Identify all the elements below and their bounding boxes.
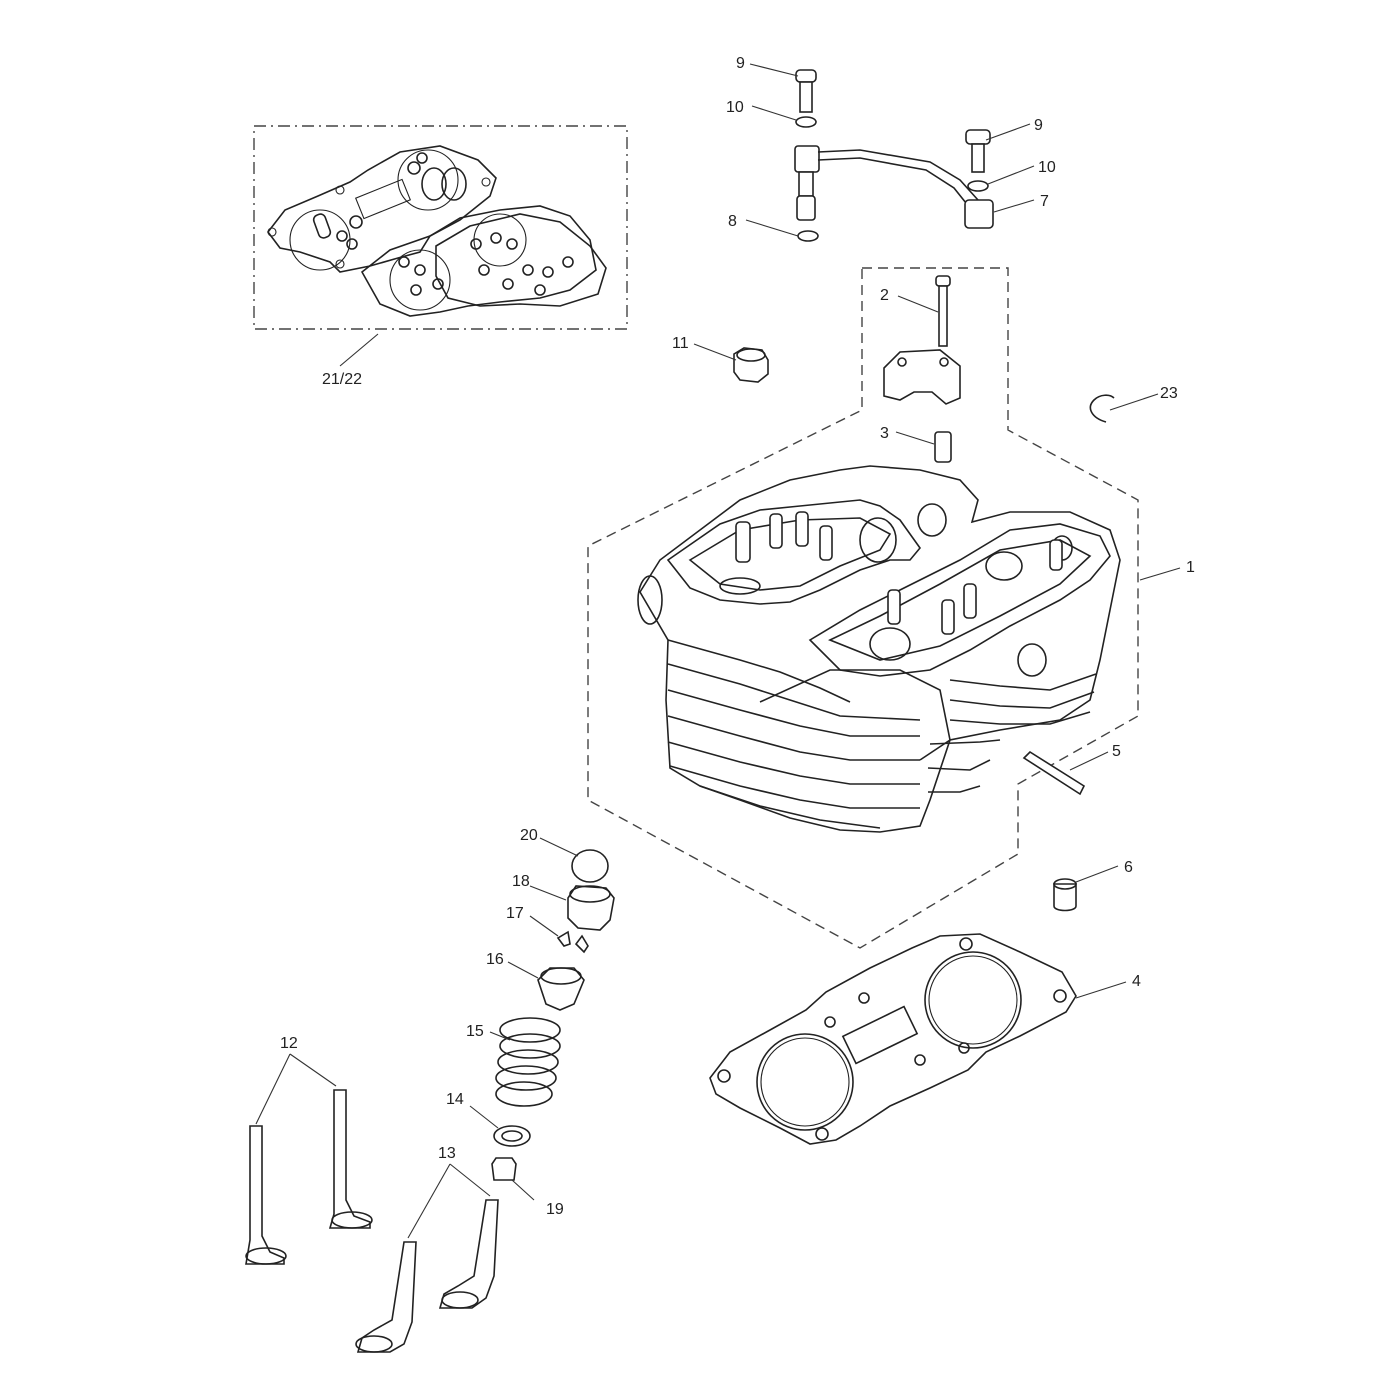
callout-15: 15 xyxy=(466,1023,484,1040)
leader-lines xyxy=(255,63,1181,1239)
callout-6: 6 xyxy=(1124,859,1133,876)
valves xyxy=(245,1089,499,1353)
plug-11 xyxy=(733,347,769,383)
head-gasket-4 xyxy=(709,933,1077,1145)
callout-21-22: 21/22 xyxy=(322,371,362,388)
callout-10a: 10 xyxy=(726,99,744,116)
callout-5: 5 xyxy=(1112,743,1121,760)
callout-4: 4 xyxy=(1132,973,1141,990)
callout-1: 1 xyxy=(1186,559,1195,576)
callout-10b: 10 xyxy=(1038,159,1056,176)
callout-23: 23 xyxy=(1160,385,1178,402)
callout-20: 20 xyxy=(520,827,538,844)
callout-13: 13 xyxy=(438,1145,456,1162)
callout-8: 8 xyxy=(728,213,737,230)
callout-2: 2 xyxy=(880,287,889,304)
callout-labels: 1 2 3 4 5 6 7 8 9 9 10 10 11 12 13 14 15… xyxy=(280,55,1195,1218)
stud-5-dowel-6 xyxy=(1022,750,1086,912)
callout-11: 11 xyxy=(672,335,689,352)
camshaft-cap-parts xyxy=(883,275,961,463)
callout-16: 16 xyxy=(486,951,504,968)
valve-train-parts xyxy=(491,849,615,1181)
callout-9a: 9 xyxy=(736,55,745,72)
callout-17: 17 xyxy=(506,905,524,922)
callout-12: 12 xyxy=(280,1035,298,1052)
oil-feed-pipe-assembly xyxy=(794,69,994,242)
callout-19: 19 xyxy=(546,1201,564,1218)
callout-3: 3 xyxy=(880,425,889,442)
gasket-kit-group xyxy=(253,125,628,330)
callout-18: 18 xyxy=(512,873,530,890)
cylinder-head-group xyxy=(587,267,1139,949)
callout-7: 7 xyxy=(1040,193,1049,210)
circlip-23 xyxy=(1089,394,1115,423)
callout-9b: 9 xyxy=(1034,117,1043,134)
callout-14: 14 xyxy=(446,1091,464,1108)
